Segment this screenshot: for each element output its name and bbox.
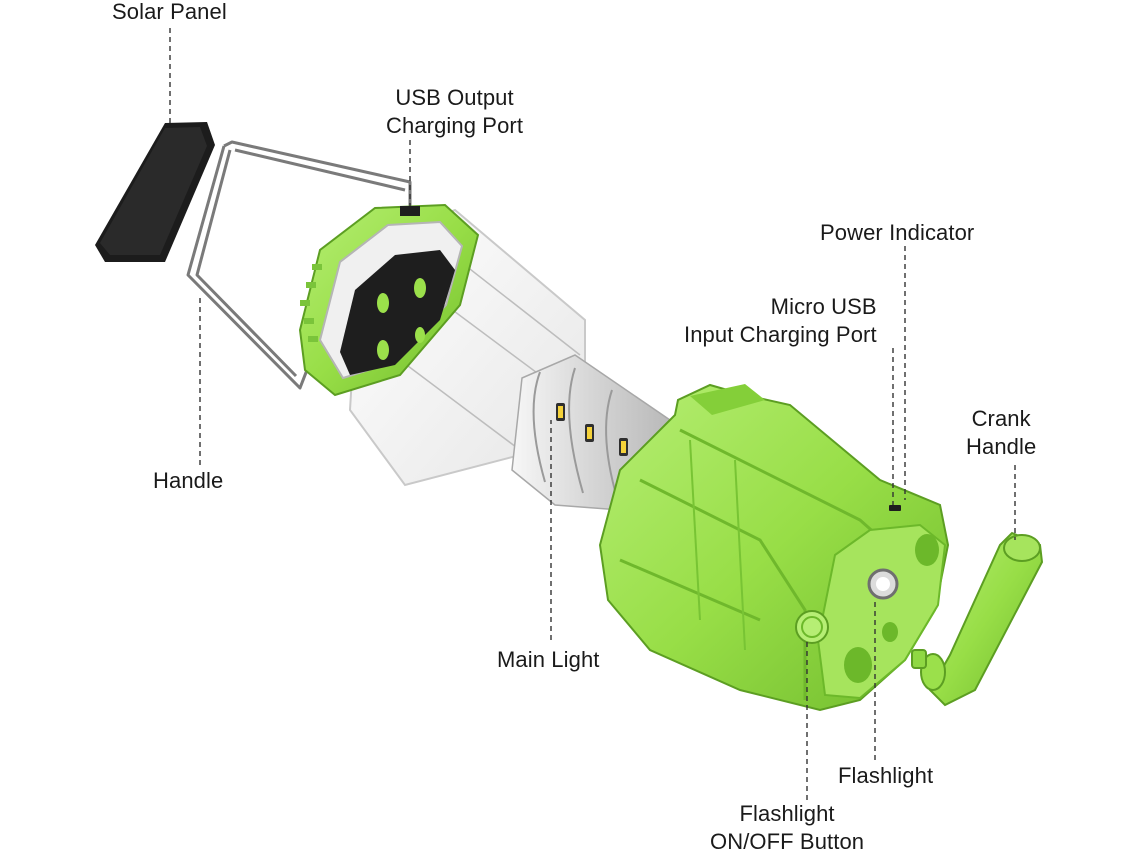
label-main-light: Main Light <box>497 646 600 674</box>
label-flashlight: Flashlight <box>838 762 933 790</box>
label-flashlight-button-line2: ON/OFF Button <box>710 828 864 856</box>
label-handle: Handle <box>153 467 223 495</box>
label-flashlight-button-line1: Flashlight <box>710 800 864 828</box>
label-flashlight-on-off-button: Flashlight ON/OFF Button <box>710 800 864 856</box>
label-micro-usb-input-charging-port: Micro USB Input Charging Port <box>684 293 877 349</box>
label-crank-handle: Crank Handle <box>966 405 1036 461</box>
label-power-indicator: Power Indicator <box>820 219 974 247</box>
label-micro-usb-line2: Input Charging Port <box>684 321 877 349</box>
label-usb-output-charging-port: USB Output Charging Port <box>386 84 523 140</box>
label-crank-handle-line1: Crank <box>966 405 1036 433</box>
label-crank-handle-line2: Handle <box>966 433 1036 461</box>
label-micro-usb-line1: Micro USB <box>684 293 877 321</box>
label-usb-output-line2: Charging Port <box>386 112 523 140</box>
label-usb-output-line1: USB Output <box>386 84 523 112</box>
label-solar-panel: Solar Panel <box>112 0 227 26</box>
